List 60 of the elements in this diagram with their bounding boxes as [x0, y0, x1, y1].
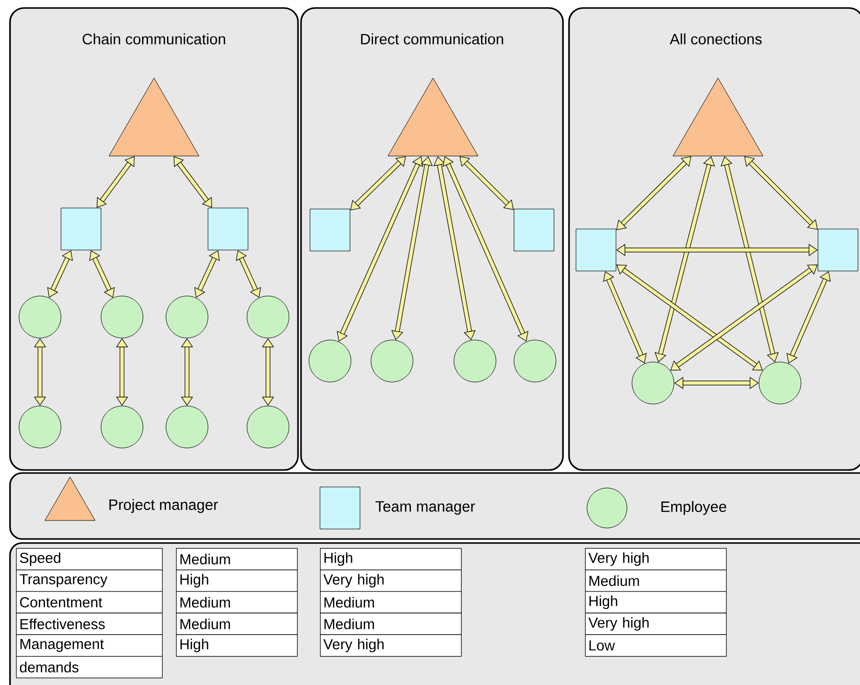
legend-text: Employee [661, 501, 726, 515]
circle-symbol [308, 340, 352, 382]
double-arrow [194, 250, 220, 298]
square-symbol [514, 208, 554, 252]
table-cell: Contentment [16, 591, 163, 614]
legend-text: Team manager [376, 501, 475, 515]
table-cell: Medium [176, 612, 298, 635]
square-symbol [576, 228, 616, 272]
circle-symbol [632, 362, 674, 404]
double-arrow [616, 264, 763, 371]
circle-symbol [166, 406, 208, 448]
square-symbol [208, 208, 248, 250]
double-arrow [174, 156, 212, 208]
square-symbol [310, 208, 350, 252]
circle-symbol [18, 406, 62, 448]
circle-symbol [100, 296, 144, 338]
double-arrow [670, 264, 818, 371]
table-cell: High [176, 570, 298, 592]
circle-symbol [246, 406, 290, 448]
table-cell: Effectiveness [16, 612, 163, 635]
circle-symbol [454, 340, 496, 382]
table-cell: demands [16, 656, 163, 678]
table-cell: High [585, 591, 727, 614]
square-symbol [60, 208, 102, 250]
table-cell: Transparency [16, 570, 163, 592]
double-arrow [744, 156, 818, 230]
legend-text: Project manager [109, 499, 218, 513]
table-cell: High [176, 634, 298, 657]
circle-symbol [246, 296, 290, 338]
table-cell: Medium [176, 591, 298, 614]
table-cell: Very high [320, 634, 462, 657]
double-arrow [350, 156, 406, 210]
triangle-symbol [108, 78, 200, 156]
table-cell: Very high [585, 612, 727, 635]
double-arrow [47, 250, 73, 298]
table-cell: Very high [585, 548, 727, 570]
circle-symbol [166, 296, 208, 338]
circle-symbol [514, 340, 556, 382]
table-cell: Medium [176, 548, 298, 570]
table-cell: Medium [320, 591, 462, 614]
double-arrow [603, 271, 647, 364]
triangle-symbol [672, 78, 764, 156]
double-arrow [720, 156, 779, 362]
table-cell: Management [16, 634, 163, 657]
table-cell: High [320, 548, 462, 570]
table-cell: Very high [320, 570, 462, 592]
circle-symbol [100, 406, 144, 448]
double-arrow [654, 156, 715, 362]
circle-symbol [18, 296, 62, 338]
table-cell: Medium [320, 612, 462, 635]
double-arrow [89, 250, 115, 298]
square-symbol [818, 228, 858, 272]
triangle-symbol [388, 78, 478, 156]
double-arrow [460, 156, 514, 210]
table-cell: Speed [16, 548, 163, 570]
table-cell: Low [585, 634, 727, 657]
double-arrow [96, 156, 135, 208]
table-cell: Medium [585, 570, 727, 592]
circle-symbol [370, 340, 414, 382]
circle-symbol [758, 362, 802, 404]
